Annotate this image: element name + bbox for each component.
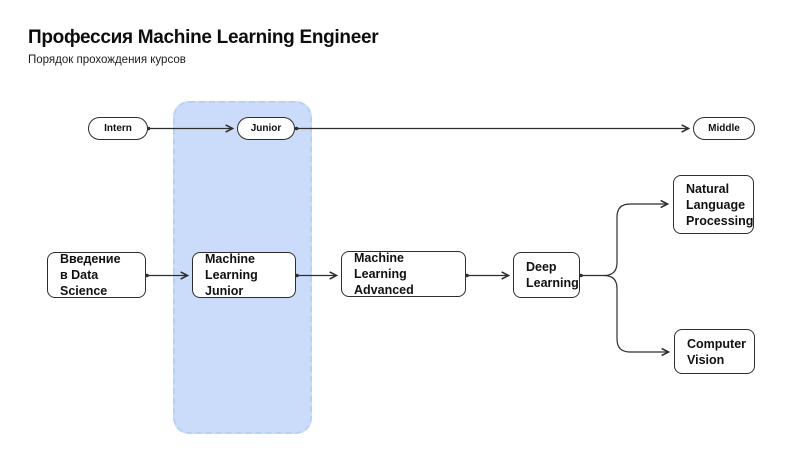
- course-box-intro-data-science: Введение в Data Science: [47, 252, 146, 298]
- page-subtitle: Порядок прохождения курсов: [28, 54, 186, 66]
- course-label-line: Language: [686, 197, 746, 212]
- level-pill-junior: Junior: [237, 117, 295, 140]
- course-label-line: Machine: [354, 251, 405, 265]
- course-label-line: Введение: [60, 252, 121, 266]
- course-box-deep-learning: Deep Learning: [513, 252, 580, 298]
- course-box-computer-vision: Computer Vision: [674, 329, 755, 374]
- course-label-line: Natural: [686, 181, 730, 196]
- course-label-line: Processing: [686, 213, 754, 228]
- level-pill-middle-label: Middle: [708, 123, 740, 134]
- course-label-line: Learning Advanced: [354, 267, 414, 297]
- level-pill-intern: Intern: [88, 117, 148, 140]
- course-label-line: Learning Junior: [205, 268, 258, 298]
- course-label-line: Learning: [526, 276, 579, 290]
- level-pill-intern-label: Intern: [104, 123, 132, 134]
- level-pill-middle: Middle: [693, 117, 755, 140]
- course-label-line: Machine: [205, 252, 256, 266]
- level-pill-junior-label: Junior: [250, 123, 282, 134]
- course-box-ml-advanced: Machine Learning Advanced: [341, 251, 466, 297]
- page-title: Профессия Machine Learning Engineer: [28, 27, 379, 48]
- course-label-line: Deep: [526, 260, 557, 274]
- course-label-line: Computer: [687, 336, 747, 351]
- course-label-line: Vision: [687, 352, 725, 367]
- connector-group: [147, 129, 688, 353]
- course-box-nlp: Natural Language Processing: [673, 175, 754, 234]
- course-label-line: в Data Science: [60, 268, 108, 298]
- course-box-ml-junior: Machine Learning Junior: [192, 252, 296, 298]
